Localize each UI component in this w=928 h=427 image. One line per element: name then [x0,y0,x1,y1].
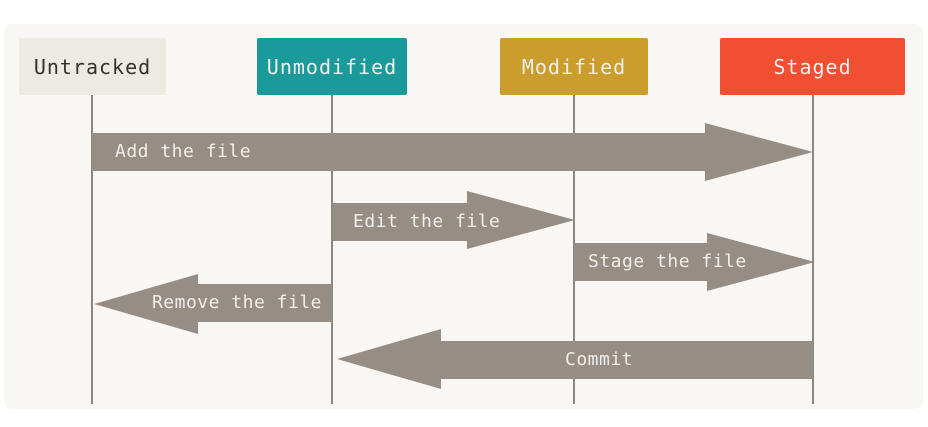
state-label-staged: Staged [773,54,852,79]
arrowhead-right-icon [467,191,575,249]
arrowhead-left-icon [337,329,441,389]
arrow-label-edit-the-file: Edit the file [353,211,501,232]
arrow-label-commit: Commit [565,349,634,370]
arrow-label-stage-the-file: Stage the file [588,251,747,272]
arrow-label-add-the-file: Add the file [115,141,252,162]
state-label-unmodified: Unmodified [266,54,398,79]
arrowhead-left-icon [94,274,198,334]
state-label-modified: Modified [521,54,627,79]
state-box-modified: Modified [500,38,648,95]
lifeline-unmodified [331,95,333,404]
state-box-staged: Staged [720,38,905,95]
state-box-untracked: Untracked [19,38,166,95]
arrowhead-right-icon [707,233,815,291]
arrow-shaft-stage-the-file [574,243,707,281]
arrow-shaft-commit [440,341,813,379]
arrow-shaft-edit-the-file [333,203,467,241]
arrow-shaft-add-the-file [92,133,705,171]
arrow-label-remove-the-file: Remove the file [151,292,322,313]
arrow-shaft-remove-the-file [198,284,332,322]
lifeline-untracked [91,95,93,404]
state-label-untracked: Untracked [33,54,152,79]
arrowhead-right-icon [705,123,813,181]
state-box-unmodified: Unmodified [257,38,407,95]
